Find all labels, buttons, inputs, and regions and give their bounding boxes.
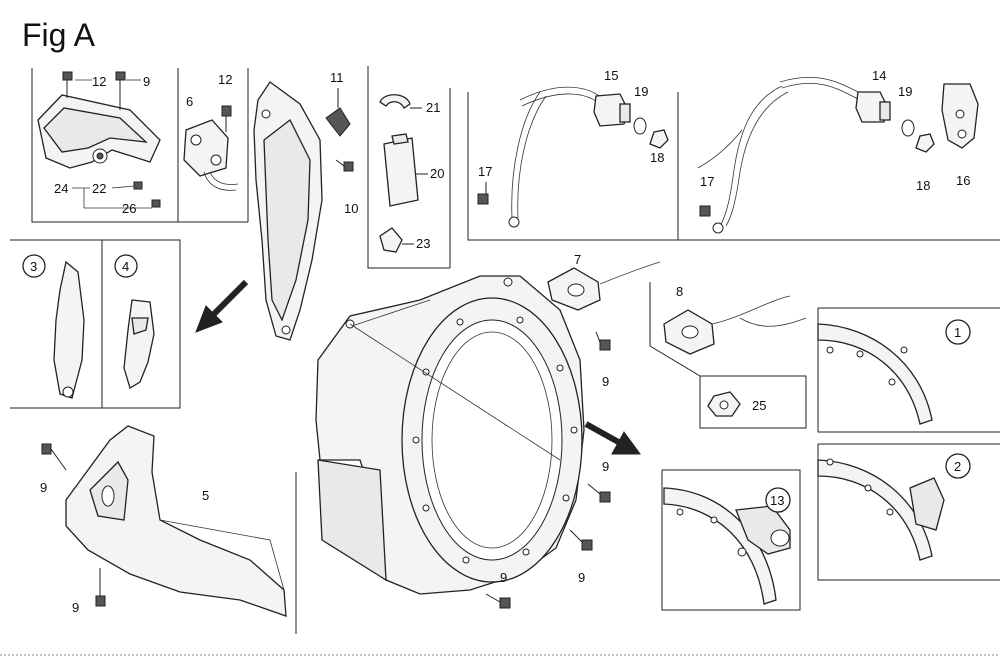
callout-11: 11 xyxy=(330,70,344,85)
callout-20: 20 xyxy=(430,166,444,181)
shroud-bracket-assembly xyxy=(37,71,161,209)
lower-shroud xyxy=(41,425,287,617)
callout-7: 7 xyxy=(574,252,581,267)
callout-8: 8 xyxy=(676,284,683,299)
callout-23: 23 xyxy=(416,236,430,251)
callout-9-lower-bottom: 9 xyxy=(72,600,79,615)
fan-housing xyxy=(315,275,585,595)
callout-9-housing-2: 9 xyxy=(602,459,609,474)
detail-view-1 xyxy=(817,323,933,425)
figure-title: Fig A xyxy=(22,17,96,53)
callout-5: 5 xyxy=(202,488,209,503)
part-8-switch xyxy=(663,295,807,355)
detail-callout-4: 4 xyxy=(122,259,129,274)
callout-9-housing-4: 9 xyxy=(500,570,507,585)
clamp-and-pad-parts xyxy=(379,94,428,253)
callout-17-right: 17 xyxy=(700,174,714,189)
callout-18-right: 18 xyxy=(916,178,930,193)
detail-callout-13: 13 xyxy=(770,493,784,508)
switch-cable-assembly-right xyxy=(697,77,979,234)
callout-17-left: 17 xyxy=(478,164,492,179)
part-25-nut xyxy=(707,391,741,417)
part-7-switch xyxy=(547,261,661,311)
detail-view-2 xyxy=(817,458,945,561)
detail-callout-2: 2 xyxy=(954,459,961,474)
callout-14: 14 xyxy=(872,68,886,83)
callout-6: 6 xyxy=(186,94,193,109)
callout-19-right: 19 xyxy=(898,84,912,99)
part-6-bracket xyxy=(183,105,239,191)
callout-10: 10 xyxy=(344,201,358,216)
callout-9-housing-1: 9 xyxy=(602,374,609,389)
frame-lines xyxy=(0,66,1000,656)
upper-shroud xyxy=(253,81,354,341)
callout-18-left: 18 xyxy=(650,150,664,165)
callout-22: 22 xyxy=(92,181,106,196)
callout-9-lower-left: 9 xyxy=(40,480,47,495)
callout-25: 25 xyxy=(752,398,766,413)
detail-view-13 xyxy=(663,487,791,605)
callout-16: 16 xyxy=(956,173,970,188)
detail-parts-3-4 xyxy=(53,260,155,399)
direction-arrows xyxy=(195,279,641,455)
switch-cable-assembly-left xyxy=(477,86,669,228)
callout-labels: 12 9 24 22 26 12 6 11 10 21 20 23 15 19 … xyxy=(40,68,970,615)
callout-19-left: 19 xyxy=(634,84,648,99)
callout-15: 15 xyxy=(604,68,618,83)
detail-callout-3: 3 xyxy=(30,259,37,274)
callout-26: 26 xyxy=(122,201,136,216)
callout-21: 21 xyxy=(426,100,440,115)
detail-callout-1: 1 xyxy=(954,325,961,340)
callout-12-mid: 12 xyxy=(218,72,232,87)
callout-12-top: 12 xyxy=(92,74,106,89)
callout-24: 24 xyxy=(54,181,68,196)
circled-callouts: 3 4 1 2 13 xyxy=(22,254,971,513)
callout-9-top: 9 xyxy=(143,74,150,89)
housing-bolts xyxy=(485,331,611,609)
callout-9-housing-3: 9 xyxy=(578,570,585,585)
